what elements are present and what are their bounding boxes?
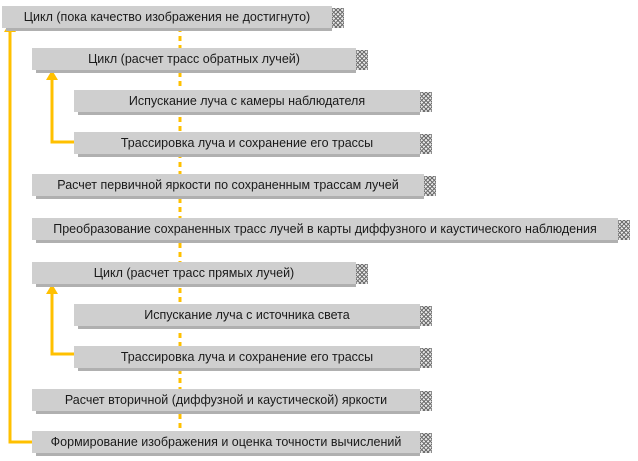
inner-loop-2-arrowhead [46,284,58,294]
inner-loop-1-arrowhead [46,70,58,80]
step-primary-brightness: Расчет первичной яркости по сохраненным … [32,174,436,199]
inner-loop-2-arrow [50,292,74,356]
outer-loop-arrow [8,32,34,444]
step-light-ray-emission: Испускание луча с источника света [74,304,432,329]
step-outer-loop: Цикл (пока качество изображения не дости… [2,6,344,31]
step-ray-tracing-1: Трассировка луча и сохранение его трассы [74,132,432,157]
step-camera-ray-emission: Испускание луча с камеры наблюдателя [74,90,432,115]
step-forward-rays-loop: Цикл (расчет трасс прямых лучей) [32,262,368,287]
step-trace-conversion: Преобразование сохраненных трасс лучей в… [32,218,630,243]
step-ray-tracing-2: Трассировка луча и сохранение его трассы [74,346,432,371]
step-secondary-brightness: Расчет вторичной (диффузной и каустическ… [32,389,432,414]
inner-loop-1-arrow [50,78,74,144]
step-image-formation: Формирование изображения и оценка точнос… [32,431,432,456]
step-backward-rays-loop: Цикл (расчет трасс обратных лучей) [32,48,368,73]
